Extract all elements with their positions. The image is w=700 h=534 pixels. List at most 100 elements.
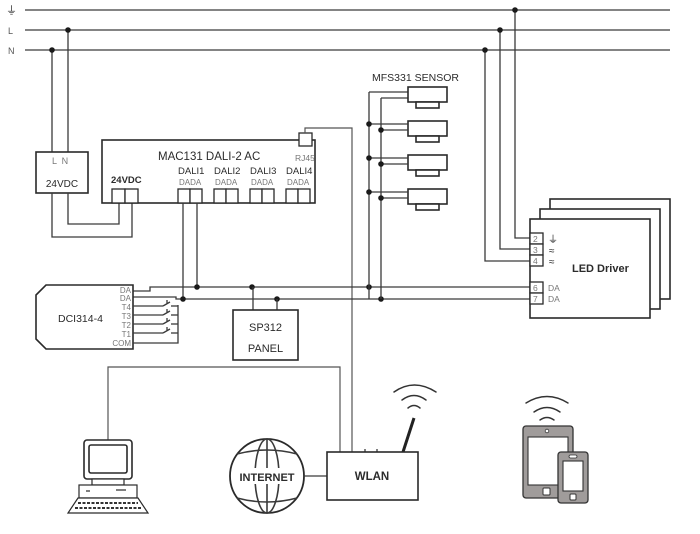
lan-wire — [107, 366, 341, 452]
rj45-label: RJ45 — [295, 153, 315, 163]
terminal — [297, 188, 311, 204]
psu-dc-wire — [51, 193, 133, 238]
internet-label: INTERNET — [240, 472, 295, 484]
sensor-lens — [415, 101, 440, 109]
switch — [162, 327, 171, 334]
junction-dot — [366, 155, 372, 161]
neutral-label: N — [8, 46, 15, 56]
terminal — [111, 188, 126, 204]
junction-dot — [65, 27, 71, 33]
computer-icon — [66, 439, 150, 514]
wifi-icon — [525, 395, 569, 421]
dci-pin: T4 — [122, 303, 132, 312]
ac-symbol: ≈ — [549, 257, 555, 268]
junction-dot — [249, 284, 255, 290]
da-bus-line-1 — [133, 286, 530, 292]
dci-box — [35, 284, 134, 350]
phone-icon — [557, 451, 589, 504]
terminal — [225, 188, 239, 204]
psu-box — [35, 151, 89, 194]
junction-dot — [512, 7, 518, 13]
terminal-num: 7 — [533, 294, 538, 304]
led-driver-front — [529, 218, 651, 319]
dci-title: DCI314-4 — [58, 313, 103, 325]
sensor-device — [366, 188, 448, 211]
dali-port-label: DALI1 — [178, 166, 204, 177]
terminal — [177, 188, 191, 204]
da-label: DA — [548, 294, 560, 304]
junction-dot — [194, 284, 200, 290]
sensor-title: MFS331 SENSOR — [372, 72, 459, 84]
terminal — [261, 188, 275, 204]
sensor-device — [366, 120, 448, 143]
dali-port-3: DALI3 DADA — [249, 166, 276, 204]
sensor-device — [407, 86, 448, 109]
dali-port-2: DALI2 DADA — [213, 166, 240, 204]
sensor-lens — [415, 203, 440, 211]
dci-pin: DA — [120, 286, 132, 295]
terminal — [189, 188, 203, 204]
junction-dot — [378, 127, 384, 133]
dali-port-label: DALI4 — [286, 166, 312, 177]
terminal — [124, 188, 139, 204]
ethernet-wire — [304, 127, 353, 452]
panel-box — [232, 309, 299, 361]
dali-pins-label: DADA — [215, 178, 238, 187]
push-switches — [133, 300, 179, 344]
junction-dot — [378, 161, 384, 167]
sensor-device — [366, 154, 448, 177]
junction-dot — [366, 189, 372, 195]
dci-pin: T2 — [122, 321, 132, 330]
sensor-body — [407, 120, 448, 137]
router-antenna — [401, 417, 416, 453]
psu-dc-wire — [67, 193, 120, 225]
driver-terminals: 2 3 4 6 7 ⏚ ≈ ≈ DA DA — [529, 232, 560, 305]
dali-port-label: DALI3 — [250, 166, 276, 177]
junction-dot — [482, 47, 488, 53]
com-wire — [133, 305, 179, 344]
terminal-num: 4 — [533, 256, 538, 266]
sensor-body — [407, 86, 448, 103]
terminal-num: 3 — [533, 245, 538, 255]
dci-pin: T3 — [122, 312, 132, 321]
junction-dot — [180, 296, 186, 302]
panel-line2: PANEL — [248, 343, 283, 355]
junction-dot — [378, 195, 384, 201]
earth-symbol: ⏚ — [548, 234, 558, 246]
driver-live-wire — [499, 30, 530, 250]
ac-symbol: ≈ — [549, 246, 555, 257]
dci-pin: COM — [112, 339, 131, 348]
driver-neutral-wire — [484, 50, 530, 262]
junction-dot — [366, 121, 372, 127]
terminal-num: 6 — [533, 283, 538, 293]
dci-pin: DA — [120, 294, 132, 303]
junction-dot — [49, 47, 55, 53]
terminal — [249, 188, 263, 204]
switch — [162, 300, 171, 307]
terminal-num: 2 — [533, 234, 538, 244]
da-label: DA — [548, 283, 560, 293]
sensor-body — [407, 154, 448, 171]
rj45-port — [298, 132, 313, 147]
sensor-lens — [415, 169, 440, 177]
live-label: L — [8, 26, 13, 36]
dci-pin-labels: DA DA T4 T3 T2 T1 COM — [112, 286, 131, 348]
da-bus-line-2 — [133, 296, 530, 300]
wlan-label: WLAN — [355, 471, 390, 483]
terminal — [213, 188, 227, 204]
switch — [162, 318, 171, 325]
terminal — [285, 188, 299, 204]
dci-pin: T1 — [122, 330, 132, 339]
driver-earth-wire — [514, 10, 530, 239]
dali-pins-label: DADA — [179, 178, 202, 187]
dali-port-4: DALI4 DADA — [285, 166, 312, 204]
psu-inputs-label: L N — [52, 156, 68, 166]
sensor-body — [407, 188, 448, 205]
junction-dot — [497, 27, 503, 33]
dali-port-1: DALI1 DADA — [177, 166, 204, 204]
sensor-lens — [415, 135, 440, 143]
globe-icon — [229, 438, 305, 514]
panel-line1: SP312 — [249, 322, 282, 334]
dali-pins-label: DADA — [251, 178, 274, 187]
led-driver-title: LED Driver — [572, 263, 630, 275]
